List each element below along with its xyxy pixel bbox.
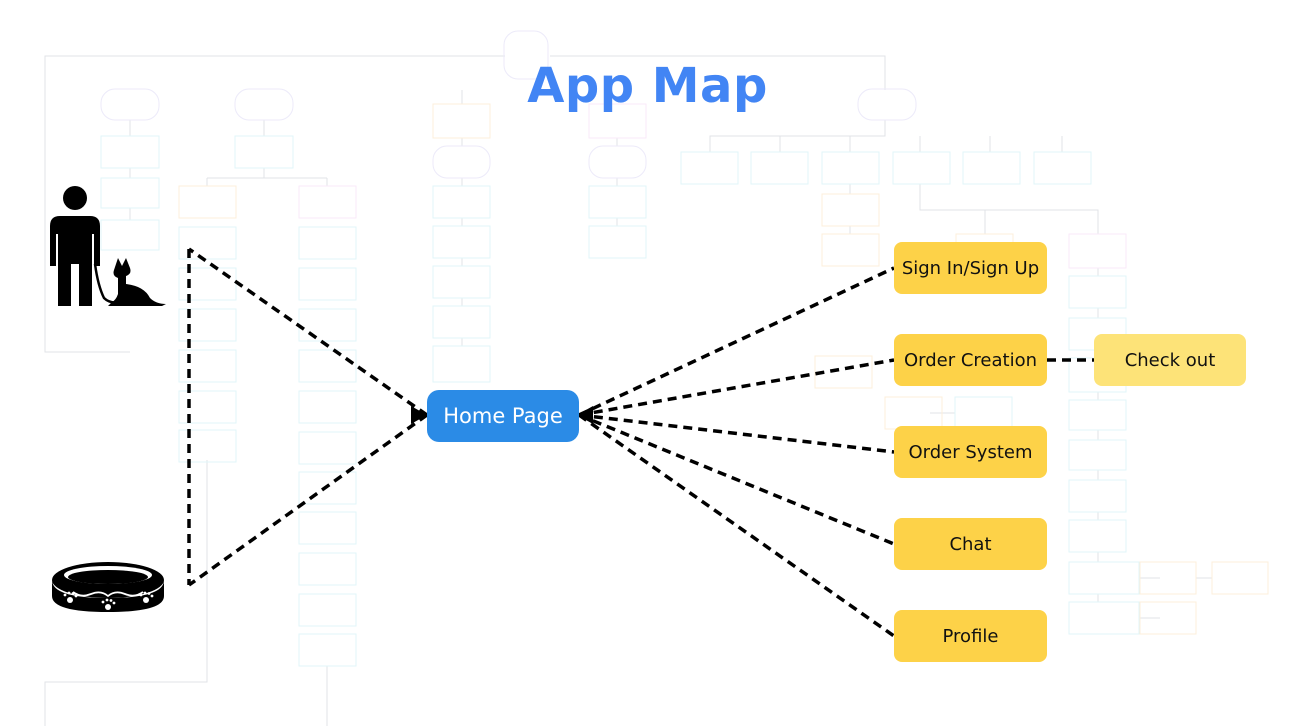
connector-owner: [187, 247, 429, 417]
connector-chat: [578, 413, 895, 546]
chat-node[interactable]: Chat: [894, 518, 1047, 570]
connector-profile: [577, 413, 896, 638]
home-right-arrowhead: [577, 406, 593, 424]
connector-signin: [578, 266, 895, 417]
home-left-arrowhead: [411, 406, 427, 424]
sign-in-sign-up-node[interactable]: Sign In/Sign Up: [894, 242, 1047, 294]
connector-bed: [187, 413, 429, 587]
home-page-node[interactable]: Home Page: [427, 390, 579, 442]
connector-order-creation: [578, 358, 895, 417]
pet-bed-icon: [51, 558, 165, 614]
profile-node[interactable]: Profile: [894, 610, 1047, 662]
check-out-node[interactable]: Check out: [1094, 334, 1246, 386]
person-with-dog-icon: [48, 186, 170, 310]
order-creation-node[interactable]: Order Creation: [894, 334, 1047, 386]
page-title: App Map: [527, 58, 768, 114]
order-system-node[interactable]: Order System: [894, 426, 1047, 478]
connector-order-system: [578, 413, 895, 454]
